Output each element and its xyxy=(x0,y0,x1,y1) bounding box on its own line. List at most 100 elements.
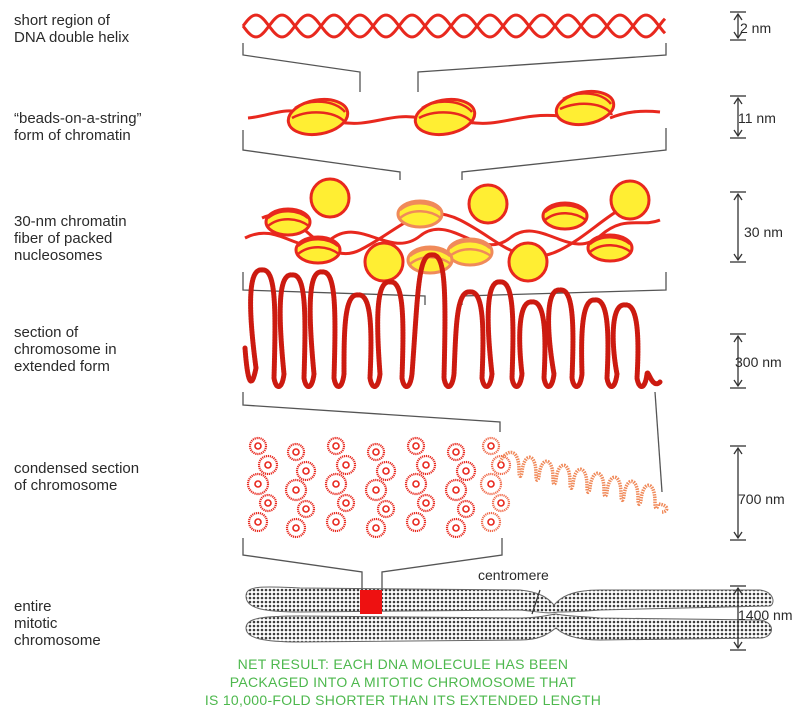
chromatin-coil xyxy=(286,480,306,500)
zoom-connector-5 xyxy=(243,538,502,590)
chromatin-coil xyxy=(260,495,276,511)
chromatin-coil xyxy=(367,519,385,537)
scale-label-2nm: 2 nm xyxy=(740,20,771,36)
chromatin-coil xyxy=(326,474,346,494)
chromatin-coil xyxy=(458,501,474,517)
chromatin-coil-core xyxy=(463,506,469,512)
chromatin-coil-core xyxy=(413,481,419,487)
chromatin-coil-core xyxy=(453,487,459,493)
nucleosome-bead xyxy=(286,95,351,139)
nucleosome-bead xyxy=(543,203,587,229)
chromatin-coil xyxy=(287,519,305,537)
chromatin-coil xyxy=(366,480,386,500)
chromatin-coil-core xyxy=(373,449,379,455)
chromatin-coil-core xyxy=(293,449,299,455)
mitotic-chromosome xyxy=(246,587,773,642)
chromatin-coil-core xyxy=(413,519,419,525)
stage-label-condensed: condensed section of chromosome xyxy=(14,460,139,494)
scale-label-300nm: 300 nm xyxy=(735,354,782,370)
chromatin-coil xyxy=(418,495,434,511)
chromatin-coil-core xyxy=(373,525,379,531)
chromatin-coil-core xyxy=(293,525,299,531)
nucleosome-bead xyxy=(413,95,478,139)
chromatin-coil-core xyxy=(383,506,389,512)
scale-label-1400nm: 1400 nm xyxy=(738,607,792,623)
nucleosome-bead xyxy=(509,243,547,281)
zoom-connector-3 xyxy=(243,272,666,305)
30nm-chromatin-fiber xyxy=(245,179,660,281)
chromatin-coil xyxy=(448,444,464,460)
chromatin-coil xyxy=(408,438,424,454)
chromatin-coil-core xyxy=(293,487,299,493)
scale-bars xyxy=(730,12,746,650)
chromatin-coil xyxy=(447,519,465,537)
nucleosome-bead xyxy=(311,179,349,217)
chromatin-coil xyxy=(378,501,394,517)
scale-label-11nm: 11 nm xyxy=(738,110,776,126)
nucleosome-bead xyxy=(448,239,492,265)
chromatin-coil xyxy=(297,462,315,480)
chromatin-coil-core xyxy=(343,500,349,506)
nucleosome-bead xyxy=(296,237,340,263)
net-result-line-2: PACKAGED INTO A MITOTIC CHROMOSOME THAT xyxy=(0,673,806,691)
chromatin-coil-core xyxy=(255,481,261,487)
stage-label-mitotic: entire mitotic chromosome xyxy=(14,598,101,649)
chromatin-coil-core xyxy=(488,443,494,449)
chromatin-coil xyxy=(377,462,395,480)
chromatin-coil-core xyxy=(333,519,339,525)
stage-label-30nm-fiber: 30-nm chromatin fiber of packed nucleoso… xyxy=(14,213,127,264)
nucleosome-bead xyxy=(611,181,649,219)
chromatin-coil-core xyxy=(498,462,504,468)
nucleosome-bead xyxy=(408,247,452,273)
chromatin-coil-core xyxy=(453,525,459,531)
chromatin-coil-core xyxy=(255,519,261,525)
scale-label-700nm: 700 nm xyxy=(738,491,785,507)
condensed-chromosome-section xyxy=(248,438,667,537)
chromatin-coil xyxy=(483,438,499,454)
chromatin-coil xyxy=(406,474,426,494)
net-result-line-1: NET RESULT: EACH DNA MOLECULE HAS BEEN xyxy=(0,655,806,673)
chromatin-coil xyxy=(368,444,384,460)
chromatin-coil-core xyxy=(488,481,494,487)
nucleosome-bead xyxy=(588,235,632,261)
nucleosome-bead xyxy=(469,185,507,223)
chromatin-coil-core xyxy=(265,462,271,468)
chromatin-coil-core xyxy=(488,519,494,525)
chromatin-coil xyxy=(493,495,509,511)
centromere-band xyxy=(360,590,382,614)
chromatin-coil-core xyxy=(333,481,339,487)
chromatin-coil xyxy=(337,456,355,474)
chromatin-coil xyxy=(298,501,314,517)
chromatin-coil-core xyxy=(383,468,389,474)
chromatin-coil-core xyxy=(255,443,261,449)
chromatin-coil-core xyxy=(303,506,309,512)
net-result-line-3: IS 10,000-FOLD SHORTER THAN ITS EXTENDED… xyxy=(0,691,806,709)
zoom-connector-4 xyxy=(243,392,662,492)
chromatin-coil-core xyxy=(463,468,469,474)
beads-on-a-string xyxy=(248,87,660,139)
chromatin-coil xyxy=(249,513,267,531)
scale-label-30nm: 30 nm xyxy=(744,224,783,240)
chromatin-coil xyxy=(250,438,266,454)
nucleosome-bead xyxy=(365,243,403,281)
dna-double-helix xyxy=(243,15,665,37)
chromatin-coil xyxy=(481,474,501,494)
chromatin-coil-core xyxy=(333,443,339,449)
zoom-connector-2 xyxy=(243,128,666,180)
chromatin-coil xyxy=(457,462,475,480)
chromatin-coil-core xyxy=(498,500,504,506)
chromatin-coil-core xyxy=(423,462,429,468)
chromatin-coil-core xyxy=(265,500,271,506)
chromatin-coil-core xyxy=(413,443,419,449)
zoom-connector-1 xyxy=(243,43,666,92)
chromatin-coil xyxy=(327,513,345,531)
chromatin-coil-core xyxy=(343,462,349,468)
chromatin-coil-core xyxy=(453,449,459,455)
nucleosome-bead xyxy=(554,87,617,129)
centromere-label: centromere xyxy=(478,567,549,583)
chromatin-coil xyxy=(259,456,277,474)
nucleosome-bead xyxy=(398,201,442,227)
stage-label-dna-helix: short region of DNA double helix xyxy=(14,12,129,46)
chromatin-coil-core xyxy=(423,500,429,506)
chromatin-coil xyxy=(338,495,354,511)
